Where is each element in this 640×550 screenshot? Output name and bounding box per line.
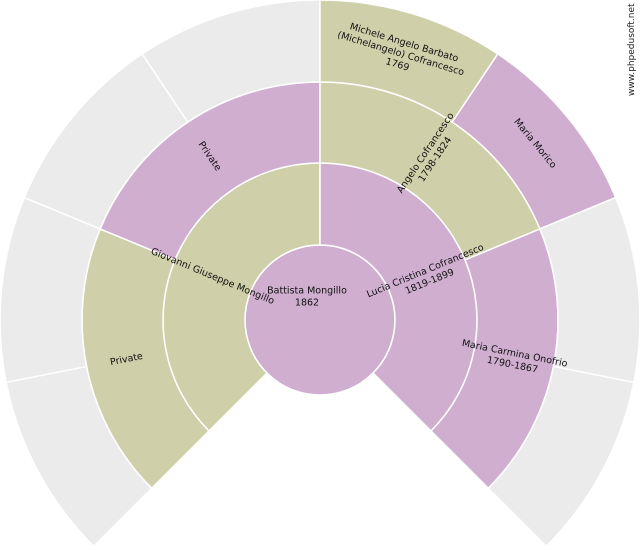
gen3-segment-empty [141,0,321,124]
label-line: 1862 [295,297,319,308]
gen3-segment-empty [487,365,635,548]
label-line: Battista Mongillo [267,286,347,297]
center-person-battista-mongillo[interactable] [244,244,396,396]
watermark: www.phpedusoft.net [627,3,637,96]
